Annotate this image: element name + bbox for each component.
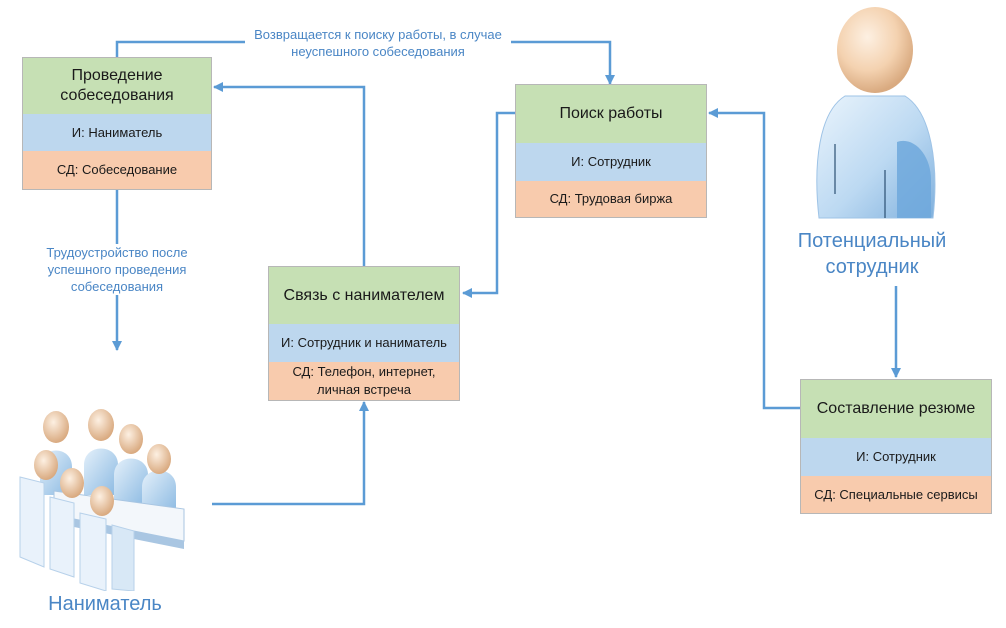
node-interview-executor: И: Наниматель — [23, 114, 211, 151]
candidate-label: Потенциальный сотрудник — [797, 230, 947, 278]
node-interview[interactable]: Проведение собеседования И: Наниматель С… — [22, 57, 212, 190]
employer-label: Наниматель — [48, 593, 162, 615]
node-contact-means: СД: Телефон, интернет, личная встреча — [269, 362, 459, 400]
connector-resume-to-job-search — [708, 108, 800, 410]
node-job-search-title: Поиск работы — [516, 85, 706, 143]
node-resume-means: СД: Специальные сервисы — [801, 476, 991, 513]
node-contact-executor: И: Сотрудник и наниматель — [269, 324, 459, 362]
candidate-person-icon — [816, 7, 936, 219]
connector-job-search-to-contact — [462, 111, 515, 298]
node-resume-title: Составление резюме — [801, 380, 991, 438]
note-employment: Трудоустройство после успешного проведен… — [30, 244, 204, 295]
node-contact-title: Связь с нанимателем — [269, 267, 459, 324]
node-contact[interactable]: Связь с нанимателем И: Сотрудник и наним… — [268, 266, 460, 401]
node-interview-title: Проведение собеседования — [23, 58, 211, 114]
note-return-to-search: Возвращается к поиску работы, в случае н… — [245, 26, 511, 60]
employer-meeting-icon — [19, 409, 185, 591]
node-interview-means: СД: Собеседование — [23, 151, 211, 189]
connector-employer-to-contact — [212, 401, 369, 506]
node-job-search-means: СД: Трудовая биржа — [516, 181, 706, 217]
node-job-search-executor: И: Сотрудник — [516, 143, 706, 181]
node-resume-executor: И: Сотрудник — [801, 438, 991, 476]
node-resume[interactable]: Составление резюме И: Сотрудник СД: Спец… — [800, 379, 992, 514]
node-job-search[interactable]: Поиск работы И: Сотрудник СД: Трудовая б… — [515, 84, 707, 218]
connector-contact-to-interview — [213, 82, 366, 266]
